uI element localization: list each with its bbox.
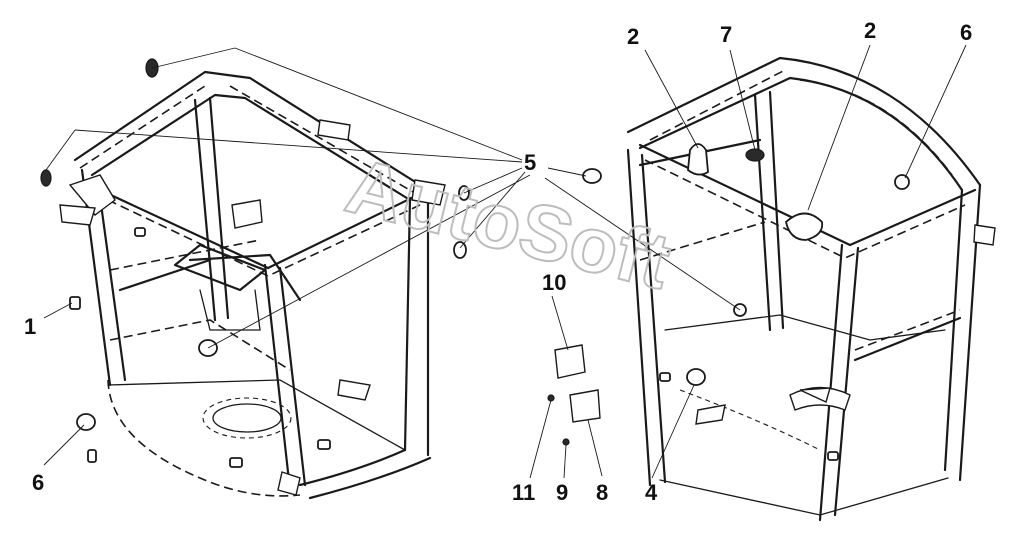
grommet-4 [686,368,706,386]
callout-1: 1 [24,314,36,339]
left-cab-frame [40,58,470,500]
grommet-5-right [582,168,602,184]
callout-9: 9 [556,480,568,505]
right-cab-frame [547,56,996,522]
grommet-6-right [894,174,910,190]
handle-2-left [687,143,709,176]
plug-7 [745,148,765,162]
watermark-text: AutoSoft [338,141,679,306]
leader-lines [43,44,967,479]
callout-11: 11 [512,480,535,505]
callout-4: 4 [645,480,658,505]
callout-labels: 1 6 5 2 7 2 6 10 11 9 8 4 [24,18,972,505]
handle-2-right [785,212,824,241]
callout-5: 5 [524,150,536,175]
callout-2-right: 2 [864,18,876,43]
bracket-8 [569,389,601,423]
screw-9 [562,438,570,446]
callout-2-left: 2 [627,24,639,49]
callout-6-right: 6 [960,20,972,45]
callout-10: 10 [542,270,566,295]
callout-6-left: 6 [32,470,44,495]
grommet-6-left [76,413,96,431]
stud-1 [69,296,81,310]
bracket-10 [554,344,586,379]
grommet-side-left [40,169,52,187]
callout-7: 7 [720,22,732,47]
callout-8: 8 [596,480,608,505]
